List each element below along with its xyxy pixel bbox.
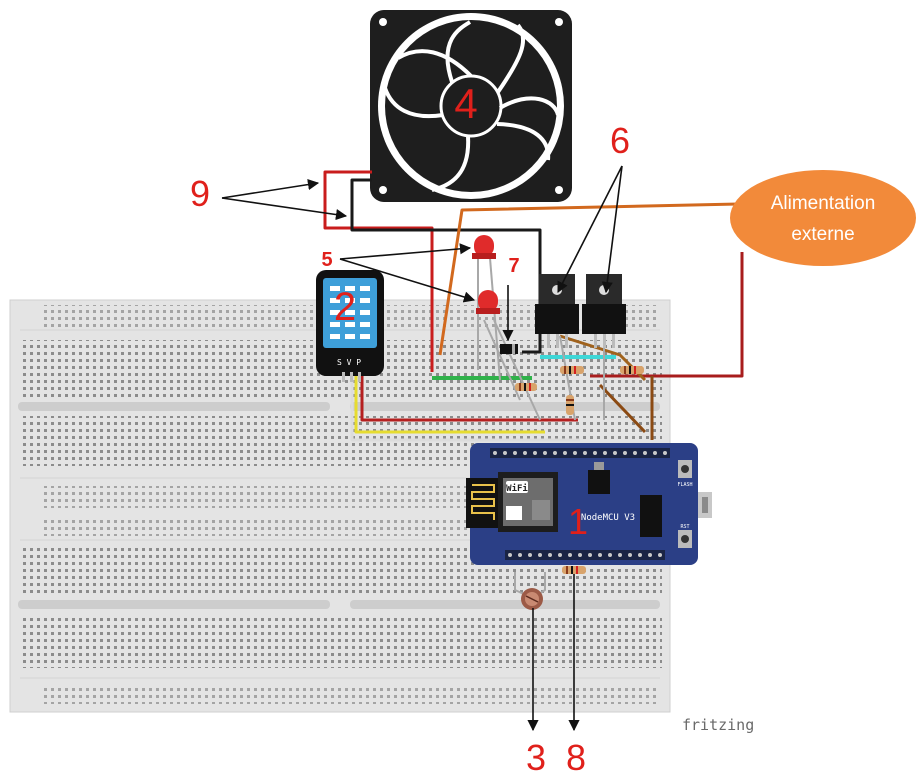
resistor-bottom: [562, 566, 586, 574]
callout-1: 1: [568, 501, 588, 542]
callout-7: 7: [508, 255, 519, 277]
transistor-left: [535, 274, 579, 348]
nodemcu-board: WiFi NodeMCU V3 FLASH RST: [466, 443, 712, 565]
resistor-d: [566, 395, 574, 415]
arrow-9-to-red-wire: [221, 179, 320, 199]
callout-9: 9: [190, 173, 210, 214]
resistor-c: [620, 366, 644, 374]
resistor-b: [560, 366, 584, 374]
wires: [323, 170, 744, 597]
callout-5: 5: [321, 249, 332, 271]
callout-8: 8: [566, 737, 586, 778]
red-leds: [472, 235, 500, 314]
arrow-5-to-led-top: [339, 243, 472, 260]
transistors: [535, 274, 626, 348]
external-supply-bubble: Alimentation externe: [730, 170, 916, 266]
bubble-line-1: Alimentation: [771, 193, 876, 214]
arrow-9-to-black-wire: [221, 197, 348, 221]
callout-numbers: 4 9 6 5 7 2 1 3 8: [190, 80, 630, 778]
callout-3: 3: [526, 737, 546, 778]
led-bottom: [476, 290, 500, 314]
photoresistor: [521, 588, 543, 610]
resistors: [515, 366, 644, 574]
external-supply-wire: [438, 202, 739, 356]
sensor-pin-labels: S V P: [337, 358, 361, 367]
flash-label: FLASH: [677, 482, 692, 488]
fritzing-watermark: fritzing: [682, 716, 754, 734]
callout-arrows: [221, 165, 623, 732]
arrow-6-to-left: [557, 165, 623, 293]
resistor-a: [515, 383, 537, 391]
led-top: [472, 235, 496, 259]
center-channel: [18, 402, 330, 411]
bubble-line-2: externe: [791, 224, 854, 245]
diode: [500, 344, 518, 354]
arrow-5-to-led-bottom: [339, 258, 476, 303]
arrow-6-to-right: [601, 165, 623, 294]
board-label: NodeMCU V3: [581, 513, 635, 523]
sensor-gnd-wire: [360, 372, 578, 422]
cooling-fan: [370, 10, 572, 202]
callout-2: 2: [334, 285, 356, 329]
callout-4: 4: [454, 80, 477, 127]
sensor-vcc-wire: [354, 372, 545, 434]
wifi-badge: WiFi: [506, 483, 528, 494]
rst-label: RST: [680, 524, 689, 530]
dht-sensor: S V P: [316, 270, 384, 382]
bottom-power-rail: [40, 684, 660, 704]
fan-black-wire: [350, 178, 542, 354]
sensor-signal-wire: [350, 372, 580, 442]
fan-red-wire: [323, 170, 434, 372]
usb-serial-chip: [640, 495, 662, 537]
callout-6: 6: [610, 120, 630, 161]
